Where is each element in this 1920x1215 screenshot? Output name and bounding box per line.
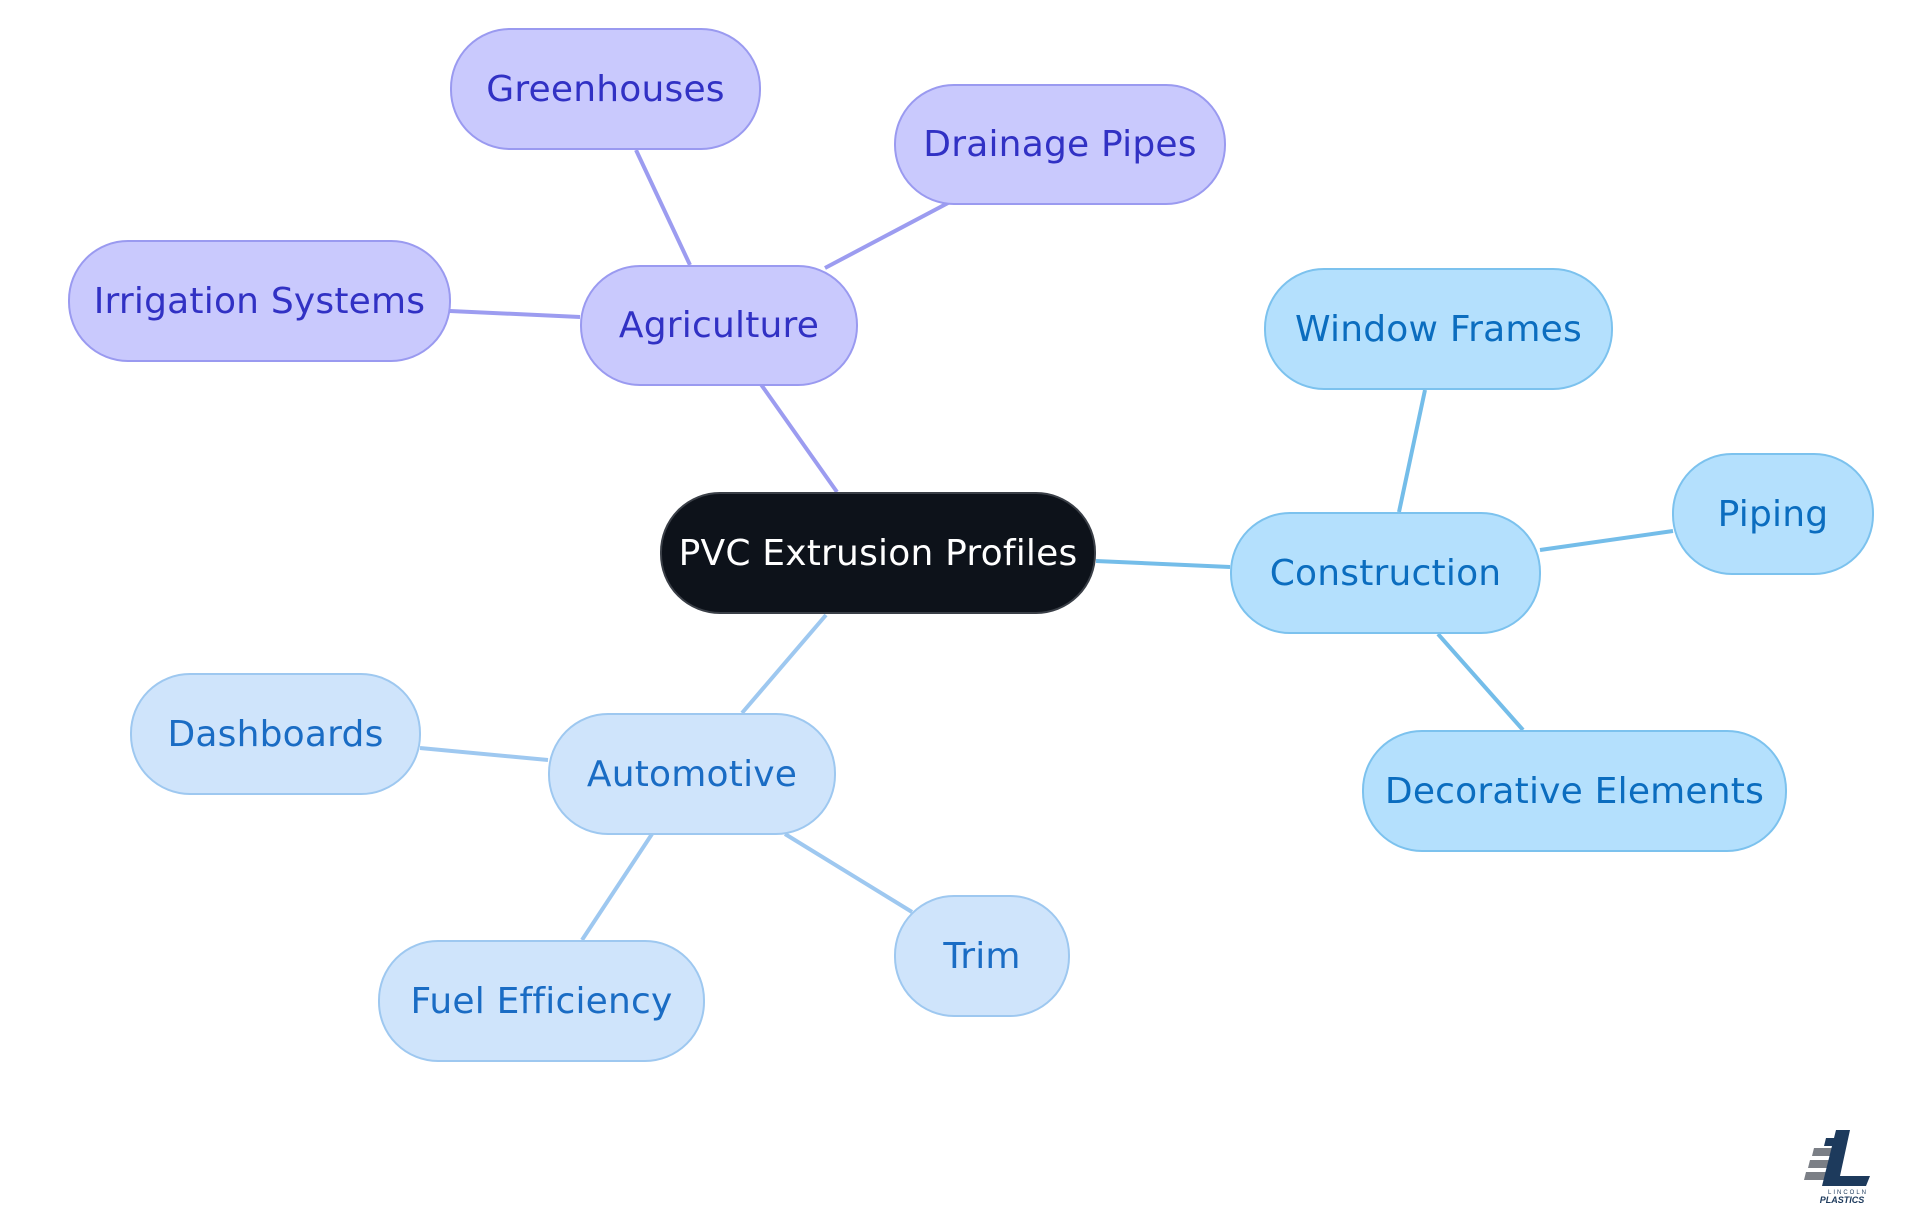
leaf-node-fuel-efficiency-label: Fuel Efficiency — [410, 980, 673, 1022]
leaf-node-window-frames: Window Frames — [1264, 268, 1613, 390]
leaf-node-decorative-elements: Decorative Elements — [1362, 730, 1787, 852]
leaf-node-drainage-pipes: Drainage Pipes — [894, 84, 1226, 205]
leaf-node-drainage-pipes-label: Drainage Pipes — [923, 124, 1197, 165]
edge-automotive-trim — [783, 832, 914, 914]
leaf-node-piping: Piping — [1672, 453, 1874, 575]
leaf-node-decorative-elements-label: Decorative Elements — [1384, 770, 1765, 812]
branch-node-construction: Construction — [1230, 512, 1541, 634]
lincoln-plastics-logo-icon: LINCOLN PLASTICS — [1804, 1130, 1870, 1205]
leaf-node-trim: Trim — [894, 895, 1070, 1017]
edge-construction-window-frames — [1397, 389, 1427, 513]
root-node-label: PVC Extrusion Profiles — [678, 532, 1078, 574]
branch-node-agriculture-label: Agriculture — [618, 305, 820, 346]
leaf-node-window-frames-label: Window Frames — [1295, 308, 1582, 350]
edge-root-automotive — [740, 613, 828, 715]
branch-node-automotive: Automotive — [548, 713, 836, 835]
leaf-node-irrigation-systems-label: Irrigation Systems — [93, 280, 426, 322]
edge-construction-piping — [1539, 529, 1674, 552]
edge-automotive-fuel-efficiency — [580, 832, 654, 942]
edge-agriculture-drainage-pipes — [824, 201, 949, 270]
branch-node-automotive-label: Automotive — [586, 753, 798, 795]
edge-agriculture-irrigation-systems — [449, 309, 581, 319]
logo-line2: PLASTICS — [1820, 1195, 1865, 1205]
leaf-node-dashboards: Dashboards — [130, 673, 421, 795]
leaf-node-fuel-efficiency: Fuel Efficiency — [378, 940, 705, 1062]
leaf-node-piping-label: Piping — [1717, 493, 1829, 535]
leaf-node-greenhouses-label: Greenhouses — [486, 68, 725, 110]
leaf-node-dashboards-label: Dashboards — [167, 713, 384, 755]
edge-root-construction — [1095, 559, 1231, 569]
edge-automotive-dashboards — [419, 746, 549, 762]
edge-agriculture-greenhouses — [634, 149, 692, 266]
leaf-node-irrigation-systems: Irrigation Systems — [68, 240, 451, 362]
edge-root-agriculture — [758, 381, 839, 494]
edge-construction-decorative-elements — [1436, 632, 1525, 732]
logo-line1: LINCOLN — [1828, 1190, 1868, 1196]
leaf-node-greenhouses: Greenhouses — [450, 28, 761, 150]
branch-node-agriculture: Agriculture — [580, 265, 858, 386]
leaf-node-trim-label: Trim — [943, 935, 1021, 977]
branch-node-construction-label: Construction — [1269, 552, 1502, 594]
root-node: PVC Extrusion Profiles — [660, 492, 1096, 614]
